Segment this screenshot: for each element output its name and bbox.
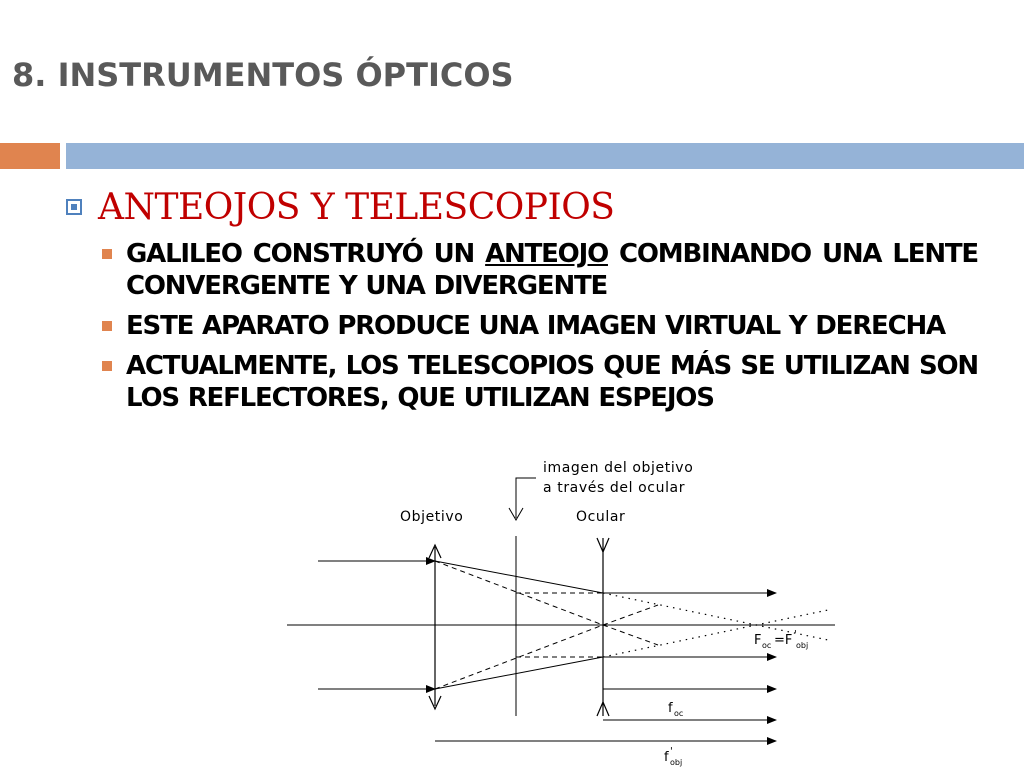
objective-lens-bottom-arrow bbox=[428, 695, 442, 711]
svg-text:obj: obj bbox=[796, 641, 808, 650]
svg-text:=F: =F bbox=[774, 633, 792, 648]
bullet-item: ESTE APARATO PRODUCE UNA IMAGEN VIRTUAL … bbox=[102, 310, 978, 342]
bullet-item: ACTUALMENTE, LOS TELESCOPIOS QUE MÁS SE … bbox=[102, 350, 979, 414]
image-pointer-arrow bbox=[515, 477, 536, 518]
svg-text:': ' bbox=[670, 746, 673, 757]
bullet-list: GALILEO CONSTRUYÓ UN ANTEOJO COMBINANDO … bbox=[102, 238, 979, 422]
svg-text:oc: oc bbox=[762, 641, 771, 650]
diagram-label-image-line2: a través del ocular bbox=[543, 480, 685, 496]
bullet-text: GALILEO CONSTRUYÓ UN ANTEOJO COMBINANDO … bbox=[126, 239, 979, 301]
objective-lens-top-arrow bbox=[428, 543, 442, 559]
eyepiece-lens-bottom-mark bbox=[596, 700, 610, 717]
ray-bottom-solid bbox=[434, 656, 604, 690]
square-bullet-icon bbox=[102, 321, 112, 331]
objective-focal-length-label: f ' obj bbox=[664, 746, 682, 767]
eyepiece-focal-length-label: f oc bbox=[668, 701, 683, 718]
diagram-label-image-line1: imagen del objetivo bbox=[543, 460, 693, 476]
ray-top-solid bbox=[434, 560, 604, 594]
svg-text:': ' bbox=[794, 629, 797, 640]
svg-text:obj: obj bbox=[670, 758, 682, 767]
ray-cross-dashed-2 bbox=[602, 604, 659, 626]
square-bullet-icon bbox=[102, 361, 112, 371]
bullet-item: GALILEO CONSTRUYÓ UN ANTEOJO COMBINANDO … bbox=[102, 238, 979, 302]
ray-cross-dashed-1 bbox=[602, 624, 659, 646]
focal-equation-label: F oc =F ' obj bbox=[754, 629, 808, 650]
image-pointer-arrowhead bbox=[508, 507, 524, 521]
section-heading: ANTEOJOS Y TELESCOPIOS bbox=[66, 182, 615, 232]
svg-text:oc: oc bbox=[674, 709, 683, 718]
ray-bottom-dashed bbox=[434, 624, 604, 690]
square-bullet-icon bbox=[102, 249, 112, 259]
svg-text:F: F bbox=[754, 633, 761, 648]
diagram-label-eyepiece: Ocular bbox=[576, 509, 625, 525]
section-heading-text: ANTEOJOS Y TELESCOPIOS bbox=[98, 186, 615, 228]
title-accent-bar-blue bbox=[66, 143, 1024, 169]
svg-text:f: f bbox=[664, 750, 669, 765]
telescope-ray-diagram: imagen del objetivo a través del ocular … bbox=[287, 460, 835, 767]
bullet-text: ESTE APARATO PRODUCE UNA IMAGEN VIRTUAL … bbox=[126, 311, 946, 341]
bullet-text: ACTUALMENTE, LOS TELESCOPIOS QUE MÁS SE … bbox=[126, 351, 979, 413]
title-accent-bar-orange bbox=[0, 143, 60, 169]
svg-text:f: f bbox=[668, 701, 673, 716]
ray-top-dashed bbox=[434, 560, 604, 626]
eyepiece-lens-top-mark bbox=[596, 537, 610, 554]
slide-title: 8. INSTRUMENTOS ÓPTICOS bbox=[12, 56, 514, 94]
underlined-term: ANTEOJO bbox=[485, 239, 609, 269]
diagram-label-objective: Objetivo bbox=[400, 509, 463, 525]
heading-bullet-icon bbox=[66, 199, 82, 215]
